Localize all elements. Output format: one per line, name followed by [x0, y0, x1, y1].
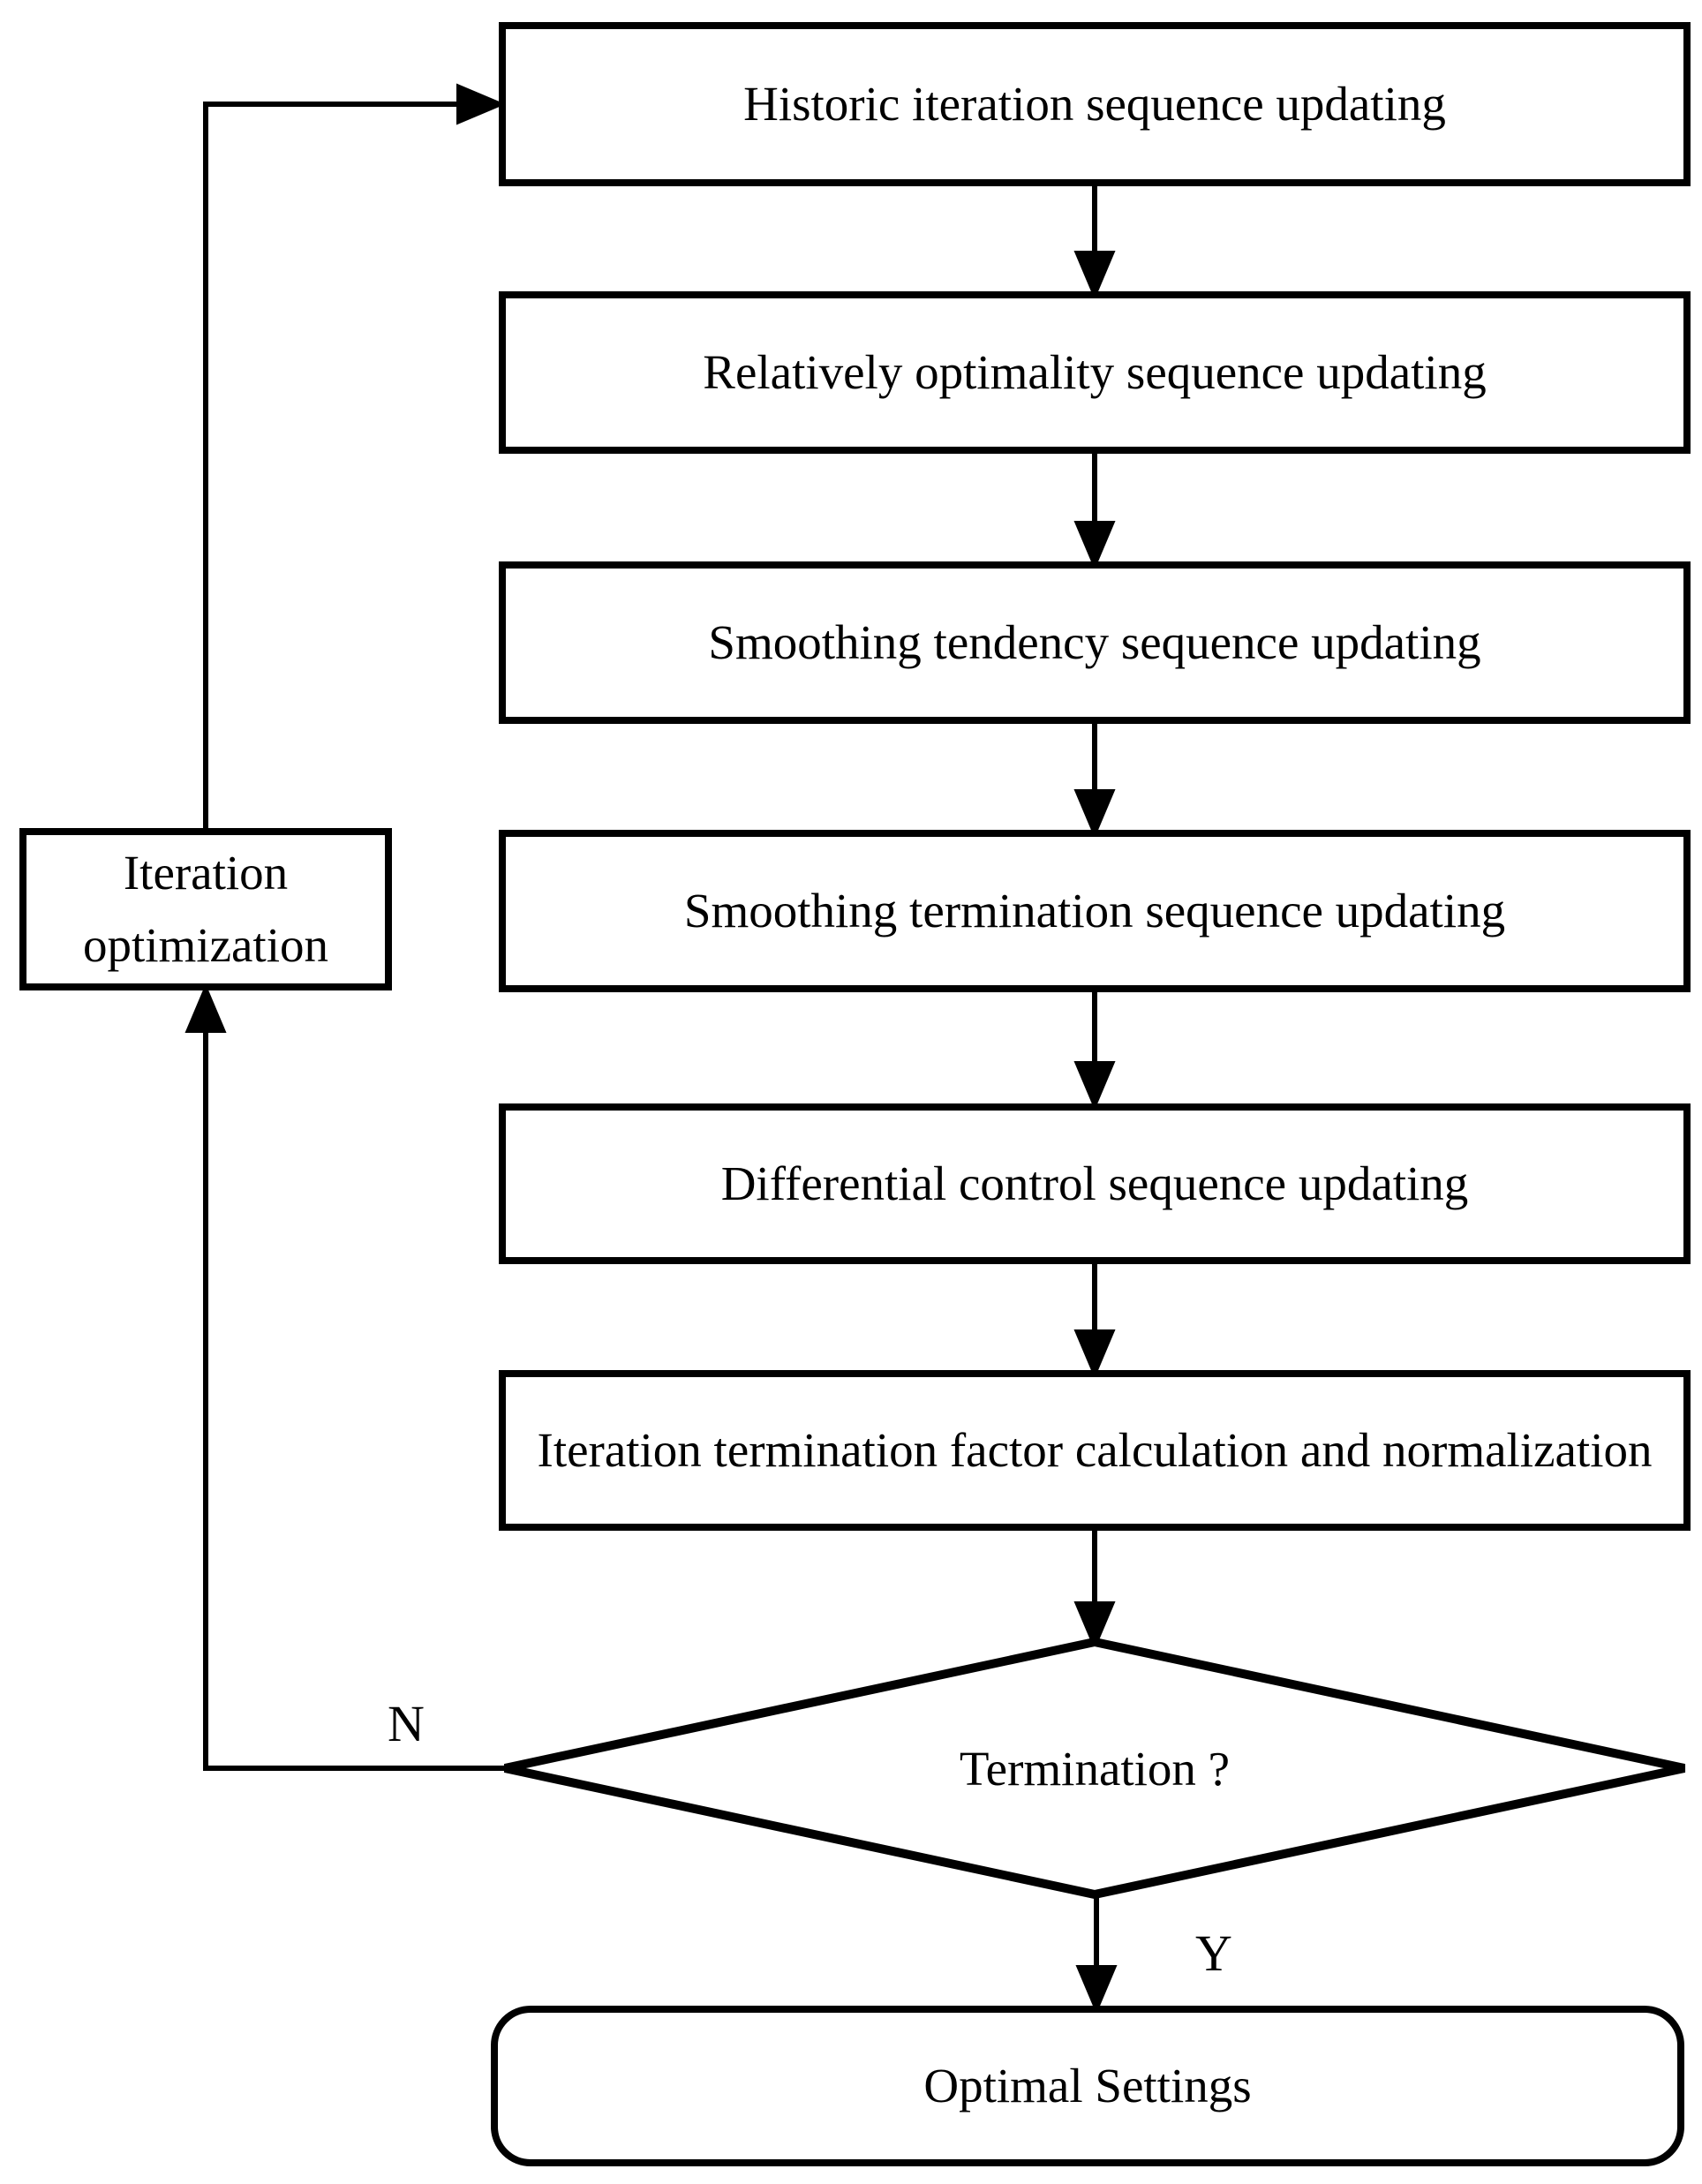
arrow-box3-box4-head [1073, 789, 1116, 839]
process-box-relative-optimality: Relatively optimality sequence updating [499, 291, 1691, 454]
arrow-feedback-line [203, 102, 462, 828]
branch-label-yes: Y [1170, 1922, 1258, 1985]
arrow-box4-box5-head [1073, 1061, 1116, 1111]
decision-diamond-shape [503, 1637, 1686, 1900]
process-box-label: Iteration termination factor calculation… [537, 1422, 1653, 1477]
decision-text: Termination ? [959, 1741, 1231, 1796]
branch-label-no: N [362, 1692, 450, 1756]
process-box-smoothing-tendency: Smoothing tendency sequence updating [499, 561, 1691, 724]
process-box-differential-control: Differential control sequence updating [499, 1103, 1691, 1264]
terminal-box-optimal-settings: Optimal Settings [491, 2006, 1684, 2166]
side-box-label: Iteration optimization [82, 845, 328, 973]
arrow-box6-decision-head [1073, 1601, 1116, 1651]
process-box-label: Differential control sequence updating [720, 1156, 1469, 1210]
side-box-iteration-optimization: Iteration optimization [19, 828, 392, 990]
branch-yes-text: Y [1195, 1924, 1232, 1982]
arrow-box2-box3-head [1073, 521, 1116, 570]
process-box-termination-factor: Iteration termination factor calculation… [499, 1370, 1691, 1531]
process-box-smoothing-termination: Smoothing termination sequence updating [499, 830, 1691, 992]
arrow-box5-box6-head [1073, 1329, 1116, 1379]
branch-no-text: N [388, 1695, 425, 1752]
arrow-no-head [185, 983, 227, 1033]
terminal-box-label: Optimal Settings [923, 2058, 1252, 2112]
process-box-label: Smoothing termination sequence updating [683, 883, 1506, 938]
process-box-label: Smoothing tendency sequence updating [708, 614, 1481, 669]
arrow-feedback-head [456, 83, 506, 125]
process-box-label: Relatively optimality sequence updating [703, 344, 1487, 399]
process-box-historic-iteration: Historic iteration sequence updating [499, 22, 1691, 186]
decision-label-termination: Termination ? [830, 1742, 1359, 1795]
process-box-label: Historic iteration sequence updating [743, 76, 1446, 131]
arrow-no-line [203, 1028, 510, 1771]
arrow-box1-box2-head [1073, 251, 1116, 300]
arrow-yes-head [1075, 1965, 1118, 2015]
